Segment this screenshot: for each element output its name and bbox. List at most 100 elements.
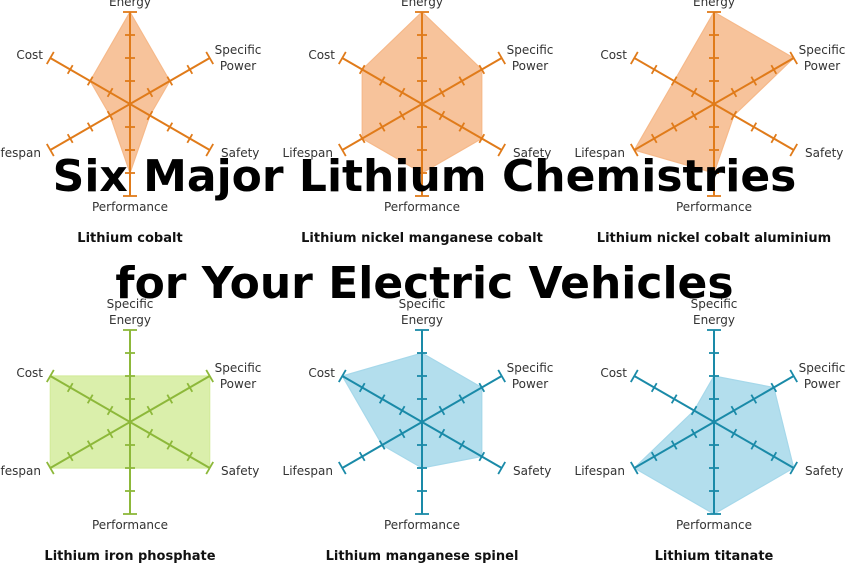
radar-tick (106, 87, 114, 98)
axis-label-cost: Cost (600, 366, 627, 380)
radar-tick (650, 64, 658, 75)
radar-tick (650, 451, 658, 462)
radar-tick (205, 369, 214, 383)
radar-tick (458, 76, 466, 86)
radar-tick (770, 382, 778, 393)
radar-tick (358, 451, 366, 462)
axis-label-cost: Cost (308, 366, 335, 380)
radar-tick (46, 369, 55, 383)
radar-tick (66, 133, 74, 144)
radar-tick (86, 440, 94, 450)
chart-title: Lithium manganese spinel (326, 549, 519, 564)
radar-tick (478, 382, 486, 393)
radar-tick (186, 133, 194, 144)
headline-line-2: for Your Electric Vehicles (115, 258, 734, 309)
radar-tick (205, 461, 214, 475)
radar-tick (478, 451, 486, 462)
radar-tick (497, 369, 506, 383)
radar-tick (770, 451, 778, 462)
axis-label-performance: Performance (384, 518, 460, 532)
radar-tick (86, 76, 94, 86)
radar-tick (358, 382, 366, 393)
radar-tick (750, 394, 758, 404)
radar-tick (338, 51, 347, 65)
radar-chart: SpecificEnergySpecificPowerSafetyPerform… (283, 0, 554, 246)
radar-tick (358, 64, 366, 75)
axis-label-safety: Safety (513, 146, 551, 160)
radar-tick (106, 428, 114, 439)
radar-tick (398, 87, 406, 98)
radar-tick (338, 461, 347, 475)
radar-tick (66, 64, 74, 75)
radar-tick (478, 133, 486, 144)
radar-tick (146, 87, 154, 98)
axis-label-safety: Safety (805, 464, 843, 478)
radar-tick (186, 382, 194, 393)
radar-tick (398, 110, 406, 121)
radar-tick (46, 51, 55, 65)
axis-label-lifespan: Lifespan (0, 464, 41, 478)
radar-tick (670, 122, 678, 132)
radar-tick (730, 87, 738, 98)
radar-tick (398, 405, 406, 416)
radar-tick (750, 76, 758, 86)
radar-tick (166, 122, 174, 132)
radar-tick (146, 428, 154, 439)
radar-tick (86, 394, 94, 404)
radar-tick (789, 461, 798, 475)
radar-tick (750, 122, 758, 132)
radar-tick (650, 382, 658, 393)
radar-tick (438, 405, 446, 416)
chart-title: Lithium cobalt (77, 231, 182, 246)
radar-tick (458, 440, 466, 450)
radar-tick (166, 394, 174, 404)
radar-tick (630, 369, 639, 383)
axis-label-performance: Performance (92, 518, 168, 532)
radar-tick (398, 428, 406, 439)
chart-title: Lithium iron phosphate (44, 549, 215, 564)
axis-label-safety: Safety (221, 464, 259, 478)
radar-tick (186, 451, 194, 462)
axis-label-safety: Safety (221, 146, 259, 160)
radar-tick (630, 51, 639, 65)
radar-tick (497, 51, 506, 65)
axis-label-cost: Cost (16, 366, 43, 380)
radar-chart: SpecificEnergySpecificPowerSafetyPerform… (575, 0, 846, 246)
radar-tick (690, 110, 698, 121)
radar-tick (690, 87, 698, 98)
radar-tick (630, 461, 639, 475)
chart-title: Lithium nickel manganese cobalt (301, 231, 543, 246)
radar-tick (378, 394, 386, 404)
radar-tick (46, 461, 55, 475)
radar-tick (438, 110, 446, 121)
radar-tick (86, 122, 94, 132)
radar-tick (650, 133, 658, 144)
axis-label-performance: Performance (384, 200, 460, 214)
axis-label-safety: Safety (805, 146, 843, 160)
radar-tick (730, 405, 738, 416)
radar-tick (630, 143, 639, 157)
axis-label-cost: Cost (600, 48, 627, 62)
radar-tick (66, 451, 74, 462)
radar-tick (205, 51, 214, 65)
axis-label-safety: Safety (513, 464, 551, 478)
headline-line-1: Six Major Lithium Chemistries (52, 151, 797, 202)
radar-area (341, 352, 483, 469)
radar-tick (378, 440, 386, 450)
radar-tick (770, 133, 778, 144)
axis-label-cost: Cost (16, 48, 43, 62)
radar-tick (205, 143, 214, 157)
radar-tick (378, 122, 386, 132)
axis-label-performance: Performance (92, 200, 168, 214)
radar-tick (106, 110, 114, 121)
